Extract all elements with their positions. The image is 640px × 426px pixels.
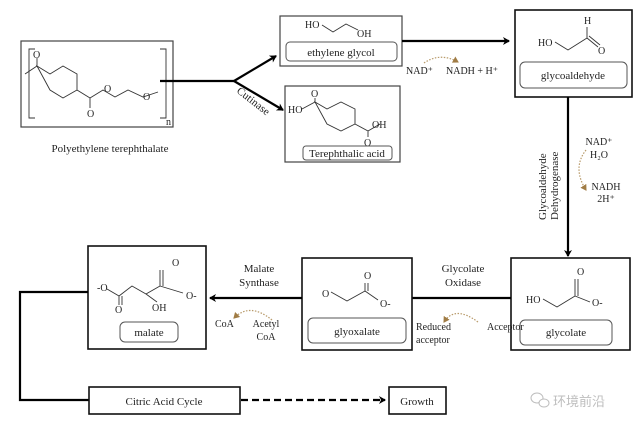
atom: O-: [592, 298, 603, 309]
enzyme-glycolate-oxidase: Oxidase: [445, 277, 481, 289]
cofactor-acetyl-coa: Acetyl: [253, 319, 280, 330]
cofactor-nadh: NADH: [592, 182, 621, 193]
atom: O: [172, 258, 179, 269]
atom: OH: [357, 29, 371, 40]
enzyme-malate-synthase: Malate: [244, 263, 275, 275]
pet-label: Polyethylene terephthalate: [52, 143, 169, 155]
atom: HO: [288, 105, 302, 116]
atom: -O: [97, 283, 108, 294]
cofactor-h2o: H₂O: [590, 150, 608, 161]
ethylene-glycol-node: HO OH ethylene glycol: [279, 15, 403, 67]
enzyme-line: Glycoaldehyde: [537, 153, 549, 220]
citric-acid-cycle-label: Citric Acid Cycle: [126, 396, 203, 408]
cofactor-acetyl-coa: CoA: [257, 332, 277, 343]
cofactor-arrow: [578, 149, 587, 191]
malate-node: -O O O O- OH malate: [87, 245, 207, 350]
cofactor-reduced-acceptor: Reduced: [416, 322, 451, 333]
cofactor-arrow: [423, 56, 459, 64]
glyoxalate-node: O O O- glyoxalate: [301, 257, 413, 351]
atom: H: [584, 16, 591, 27]
glyoxalate-label: glyoxalate: [334, 326, 380, 338]
cofactor-2h: 2H⁺: [597, 194, 615, 205]
pet-node: O O O O n: [20, 40, 174, 128]
cofactor-nad: NAD⁺: [406, 66, 433, 77]
glycolate-node: HO O O- glycolate: [510, 257, 631, 351]
atom: O: [364, 271, 371, 282]
enzyme-line: Dehydrogenase: [549, 151, 561, 220]
atom: HO: [538, 38, 552, 49]
enzyme-glycolate-oxidase: Glycolate: [442, 263, 485, 275]
enzyme-glycoaldehyde-dehydrogenase: Glycoaldehyde Dehydrogenase: [537, 151, 561, 220]
citric-acid-cycle-node: [88, 386, 241, 415]
atom: O: [364, 138, 371, 149]
atom: HO: [305, 20, 319, 31]
polymer-subscript: n: [166, 117, 171, 128]
watermark: 环境前沿: [530, 392, 605, 410]
atom: O: [311, 89, 318, 100]
cofactor-coa: CoA: [215, 319, 235, 330]
cofactor-nad: NAD⁺: [586, 137, 613, 148]
glycolate-label: glycolate: [546, 327, 586, 339]
arrow-to-terephthalic-acid: [233, 80, 284, 111]
cofactor-nadh: NADH + H⁺: [446, 66, 498, 77]
atom: O-: [380, 299, 391, 310]
enzyme-cutinase: Cutinase: [234, 85, 272, 118]
atom: OH: [372, 120, 386, 131]
cofactor-arrow: [443, 312, 479, 323]
ethylene-glycol-label: ethylene glycol: [307, 47, 375, 59]
svg-text:O: O: [87, 109, 94, 120]
cofactor-acceptor: Acceptor: [487, 322, 524, 333]
watermark-text: 环境前沿: [553, 394, 605, 410]
cofactor-reduced-acceptor: acceptor: [416, 335, 451, 346]
glycoaldehyde-node: HO H O glycoaldehyde: [514, 9, 633, 98]
atom: O-: [186, 291, 197, 302]
svg-text:O: O: [143, 92, 150, 103]
malate-to-citric-cycle-line: [18, 290, 89, 402]
atom: OH: [152, 303, 166, 314]
atom: O: [577, 267, 584, 278]
growth-node: [388, 386, 447, 415]
terephthalic-acid-label: Terephthalic acid: [309, 148, 385, 160]
atom: HO: [526, 295, 540, 306]
atom: O: [115, 305, 122, 316]
svg-text:O: O: [104, 84, 111, 95]
malate-label: malate: [134, 327, 163, 339]
terephthalic-acid-node: HO O OH O Terephthalic acid: [284, 85, 401, 163]
svg-text:O: O: [33, 50, 40, 61]
pet-structure: O O O O n: [24, 48, 171, 128]
arrow-to-ethylene-glycol: [233, 55, 277, 82]
atom: O: [322, 289, 329, 300]
growth-label: Growth: [400, 396, 434, 408]
glycoaldehyde-label: glycoaldehyde: [541, 70, 605, 82]
cofactor-arrow: [233, 309, 273, 321]
wechat-icon: [530, 392, 550, 408]
atom: O: [598, 46, 605, 57]
enzyme-malate-synthase: Synthase: [239, 277, 279, 289]
